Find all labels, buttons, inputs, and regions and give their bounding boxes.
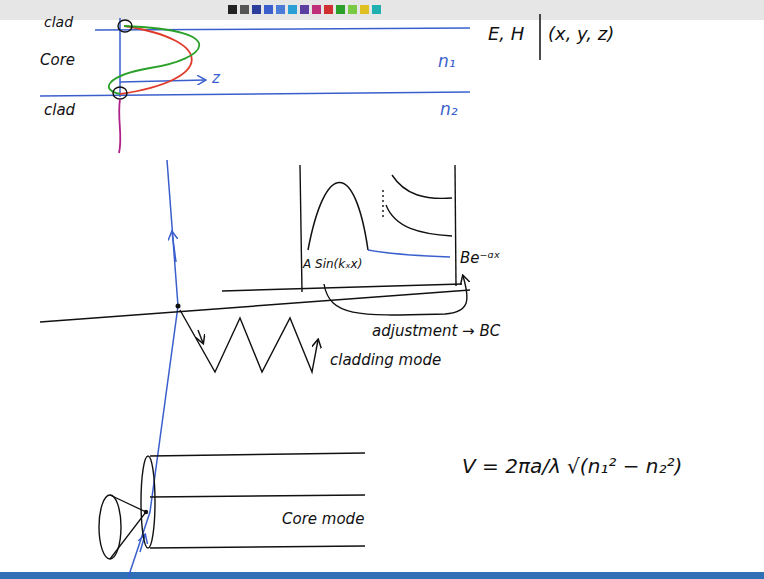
handwritten-label: n₁ xyxy=(438,52,456,72)
handwritten-label: V = 2πa/λ √(n₁² − n₂²) xyxy=(462,455,682,478)
decay-curve xyxy=(368,250,450,257)
sine-profile xyxy=(308,183,368,251)
plot-baseline xyxy=(222,284,462,291)
handwritten-label: Be⁻ᵅˣ xyxy=(460,250,500,267)
plot-wall xyxy=(455,165,456,286)
light-cone xyxy=(110,495,146,559)
plot-wall xyxy=(300,165,302,292)
handwritten-label: clad xyxy=(44,102,75,119)
mode-profile xyxy=(109,26,199,94)
fiber-line xyxy=(150,495,365,497)
z-axis-arrow xyxy=(120,80,205,82)
zigzag-ray xyxy=(180,310,318,372)
bar xyxy=(539,14,541,60)
decay-curve xyxy=(392,175,452,198)
fiber-end xyxy=(141,456,155,548)
toolbar-colors xyxy=(228,5,381,14)
handwritten-label: (x, y, z) xyxy=(548,24,614,45)
handwritten-label: n₂ xyxy=(440,100,458,120)
cladding-boundary xyxy=(40,290,470,322)
handwritten-label: A Sin(kₓx) xyxy=(303,258,362,272)
boundary-circle xyxy=(118,20,132,32)
focus-point xyxy=(144,510,148,514)
handwritten-label: E, H xyxy=(488,24,524,45)
evanescent-tail xyxy=(119,99,120,153)
handwritten-label: adjustment → BC xyxy=(372,323,500,340)
ray-arrow xyxy=(172,232,176,262)
ray-arrow xyxy=(198,330,203,343)
core-boundary xyxy=(40,92,470,96)
handwritten-label: Core xyxy=(40,52,75,69)
status-bar xyxy=(0,572,764,579)
handwritten-label: cladding mode xyxy=(330,352,441,369)
handwritten-label: clad xyxy=(44,14,73,30)
boundary-circle xyxy=(113,87,127,99)
light-ray xyxy=(128,160,178,578)
handwritten-label: Core mode xyxy=(282,511,364,528)
toolbar xyxy=(0,0,764,20)
dotted-line xyxy=(382,190,383,218)
fiber-line xyxy=(150,546,365,548)
adjustment-arrow xyxy=(324,276,467,315)
fiber-line xyxy=(150,453,365,456)
entry-point xyxy=(176,304,181,309)
decay-curve xyxy=(386,205,452,236)
handwritten-label: z xyxy=(212,70,220,87)
